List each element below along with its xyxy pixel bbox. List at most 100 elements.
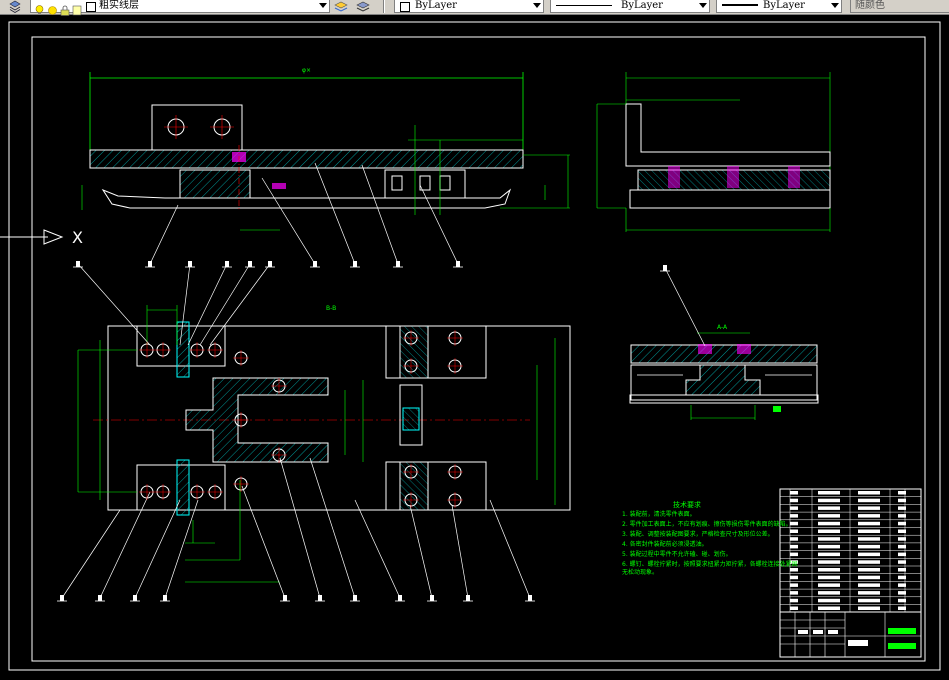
- chevron-down-icon[interactable]: [319, 3, 327, 8]
- bom-cell-text: [858, 506, 880, 510]
- bom-cell-text: [790, 575, 798, 580]
- bom-cell-text: [898, 514, 906, 518]
- bom-cell-text: [790, 491, 798, 495]
- make-object-layer-current-icon[interactable]: [334, 0, 348, 13]
- bom-cell-text: [858, 537, 880, 541]
- balloon-number: [396, 261, 400, 267]
- bom-cell-text: [898, 606, 906, 610]
- bom-cell-text: [858, 606, 880, 610]
- linetype-dropdown[interactable]: ByLayer: [550, 0, 710, 13]
- balloon-number: [466, 595, 470, 601]
- tech-line-2: 2. 零件加工表面上，不应有划痕、擦伤等损伤零件表面的缺陷。: [622, 521, 792, 528]
- bom-cell-text: [818, 514, 840, 518]
- layer-color-swatch: [86, 2, 96, 12]
- bom-cell-text: [818, 498, 840, 503]
- bom-cell-text: [818, 521, 840, 526]
- bom-cell-text: [858, 568, 880, 572]
- ucs-x-label: X: [72, 228, 83, 247]
- bom-cell-text: [858, 560, 880, 564]
- bom-cell-text: [858, 498, 880, 503]
- tech-line-5: 5. 装配过程中零件不允许磕、碰、划伤。: [622, 551, 732, 558]
- layer-previous-icon[interactable]: [356, 0, 370, 13]
- balloon-number: [188, 261, 192, 267]
- balloon-number: [98, 595, 102, 601]
- layer-name: 粗实线层: [99, 0, 139, 11]
- drawing-canvas[interactable]: X φ×: [0, 14, 949, 680]
- section-label-aa: A-A: [717, 324, 728, 331]
- dim-top-width: φ×: [302, 67, 311, 74]
- tech-line-3: 3. 装配、调整按装配图要求，严格检查尺寸及形位公差。: [622, 531, 774, 538]
- balloon-number: [318, 595, 322, 601]
- part-balloons: [57, 261, 670, 602]
- balloon-number: [456, 261, 460, 267]
- viewport-icon[interactable]: [72, 1, 82, 20]
- side-view[interactable]: [596, 72, 831, 232]
- tech-title: 技术要求: [673, 501, 701, 509]
- lineweight-dropdown[interactable]: ByLayer: [716, 0, 842, 13]
- lightbulb-icon[interactable]: [35, 1, 44, 20]
- bom-cell-text: [898, 591, 906, 595]
- bom-cell-text: [898, 598, 906, 603]
- plotstyle-value: 随颜色: [855, 0, 885, 11]
- plotstyle-dropdown[interactable]: 随颜色: [850, 0, 949, 13]
- lineweight-value: ByLayer: [763, 0, 805, 11]
- bom-cell-text: [790, 514, 798, 518]
- bom-cell-text: [790, 498, 798, 503]
- bom-cell-text: [898, 537, 906, 541]
- bom-cell-text: [858, 514, 880, 518]
- bom-cell-text: [858, 598, 880, 603]
- bom-cell-text: [790, 529, 798, 533]
- tech-line-4: 4. 各密封件装配前必须浸透油。: [622, 541, 708, 548]
- detail-view[interactable]: A-A: [629, 267, 819, 420]
- balloon-number: [163, 595, 167, 601]
- linetype-preview: [556, 5, 612, 6]
- chevron-down-icon[interactable]: [699, 3, 707, 8]
- toolbar-separator: [383, 0, 385, 13]
- balloon-number: [353, 595, 357, 601]
- color-value: ByLayer: [415, 0, 457, 11]
- bom-cell-text: [818, 537, 840, 541]
- plan-view[interactable]: B-B: [61, 263, 571, 599]
- bom-cell-text: [858, 521, 880, 526]
- bom-cell-text: [898, 544, 906, 549]
- bom-cell-text: [818, 591, 840, 595]
- bom-cell-text: [818, 560, 840, 564]
- bom-cell-text: [858, 552, 880, 557]
- properties-toolbar: 粗实线层 ByLayer ByLayer ByLayer 随颜色: [0, 0, 949, 16]
- bom-cell-text: [790, 537, 798, 541]
- balloon-number: [398, 595, 402, 601]
- balloon-number: [353, 261, 357, 267]
- bom-cell-text: [790, 544, 798, 549]
- title-block[interactable]: [779, 488, 922, 658]
- bom-cell-text: [790, 606, 798, 610]
- balloon-number: [430, 595, 434, 601]
- bom-cell-text: [858, 583, 880, 587]
- chevron-down-icon[interactable]: [533, 3, 541, 8]
- bom-cell-text: [818, 552, 840, 557]
- balloon-number: [133, 595, 137, 601]
- bom-cell-text: [858, 591, 880, 595]
- tech-line-1: 1. 装配前，清洗零件表面。: [622, 511, 696, 518]
- bom-cell-text: [818, 575, 840, 580]
- bom-cell-text: [790, 591, 798, 595]
- bom-cell-text: [818, 568, 840, 572]
- layer-dropdown[interactable]: 粗实线层: [30, 0, 330, 16]
- balloon-number: [60, 595, 64, 601]
- linetype-value: ByLayer: [621, 0, 663, 11]
- bom-cell-text: [818, 598, 840, 603]
- tech-line-7: 无松动现象。: [622, 569, 659, 576]
- plan-bolts: [139, 330, 463, 508]
- chevron-down-icon[interactable]: [831, 3, 839, 8]
- front-view[interactable]: φ×: [81, 67, 570, 265]
- color-dropdown[interactable]: ByLayer: [394, 0, 544, 13]
- lock-icon[interactable]: [60, 1, 70, 20]
- balloon-number: [76, 261, 80, 267]
- bom-cell-text: [858, 529, 880, 533]
- bom-cell-text: [790, 560, 798, 564]
- bom-cell-text: [898, 568, 906, 572]
- layer-manager-icon[interactable]: [8, 0, 22, 13]
- tech-line-6: 6. 螺钉、螺栓拧紧时，按照要求扭紧力矩拧紧，各螺栓连接处紧固: [622, 561, 798, 568]
- sun-icon[interactable]: [47, 1, 58, 20]
- bom-cell-text: [858, 544, 880, 549]
- bom-cell-text: [790, 568, 798, 572]
